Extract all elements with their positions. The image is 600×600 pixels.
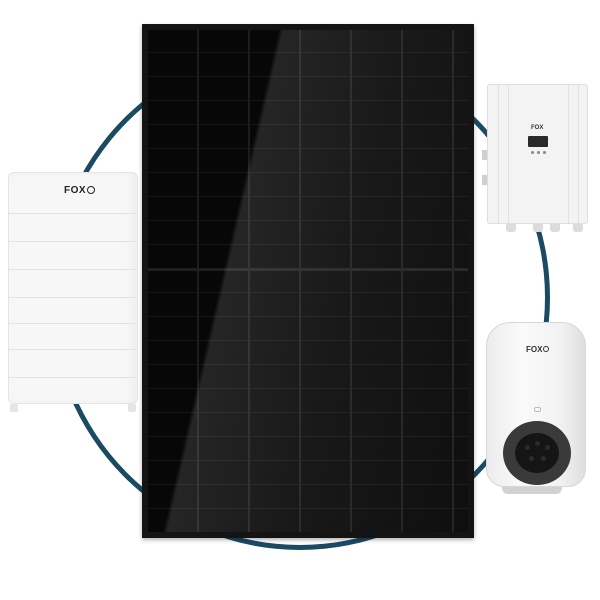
inverter-led — [543, 151, 546, 154]
inverter-fin — [508, 85, 509, 223]
inverter-fin — [578, 85, 579, 223]
charger-pin — [529, 456, 534, 461]
solar-panel-seam — [148, 268, 468, 271]
charger-logo: FOX — [526, 345, 550, 354]
solar-panel — [142, 24, 474, 538]
battery-foot — [10, 404, 18, 412]
battery-logo-text: FOX — [64, 185, 87, 196]
charger-pin — [535, 441, 540, 446]
inverter: FOX — [487, 84, 588, 224]
inverter-fin — [498, 85, 499, 223]
battery-module-divider — [9, 297, 137, 298]
charger-pin — [525, 445, 530, 450]
fox-logo-icon — [543, 346, 550, 352]
inverter-connector — [550, 224, 560, 232]
ev-charger: FOX — [486, 322, 586, 487]
inverter-logo: FOX — [531, 125, 544, 131]
charger-logo-text: FOX — [526, 345, 543, 354]
battery-module-divider — [9, 349, 137, 350]
battery-module-divider — [9, 269, 137, 270]
battery-logo: FOX — [64, 185, 96, 196]
charger-pin — [541, 456, 546, 461]
solar-panel-glass — [148, 30, 468, 532]
charger-indicator — [534, 407, 541, 412]
inverter-display — [528, 136, 548, 147]
charger-socket-icon — [515, 433, 559, 473]
inverter-connector — [506, 224, 516, 232]
solar-cell-grid — [148, 30, 468, 532]
charger-base — [502, 484, 562, 494]
fox-logo-icon — [87, 186, 96, 194]
inverter-fin — [568, 85, 569, 223]
inverter-led — [531, 151, 534, 154]
charger-socket-surround — [503, 421, 571, 485]
battery-stack: FOX — [8, 172, 138, 404]
solar-panel-glare — [148, 30, 468, 532]
battery-foot — [128, 404, 136, 412]
inverter-connector — [533, 224, 543, 232]
inverter-side-port — [482, 150, 488, 160]
battery-top-module: FOX — [9, 173, 137, 214]
inverter-side-port — [482, 175, 488, 185]
inverter-connector — [573, 224, 583, 232]
battery-module-divider — [9, 241, 137, 242]
battery-module-divider — [9, 323, 137, 324]
inverter-led — [537, 151, 540, 154]
battery-module-divider — [9, 377, 137, 378]
charger-pin — [545, 445, 550, 450]
